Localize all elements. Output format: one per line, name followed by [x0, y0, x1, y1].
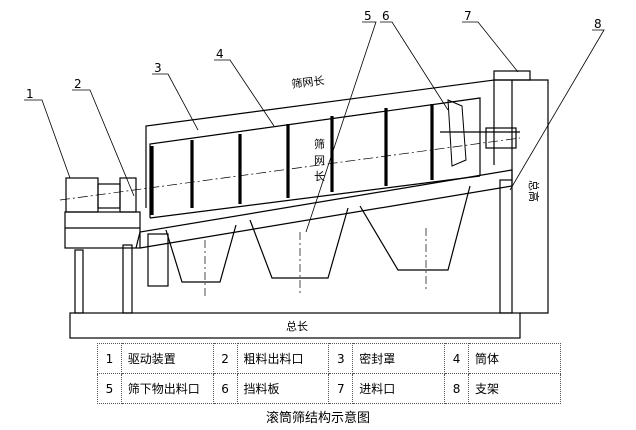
hopper-1 [165, 224, 237, 283]
base-plate [69, 312, 521, 339]
callout-8: 8 [594, 17, 602, 31]
total-length-label: 总长 [286, 319, 308, 333]
screen-length-label: 筛网长 [291, 73, 325, 91]
shaft-right [485, 127, 517, 149]
inner-text-2: 网 [314, 154, 325, 167]
figure-caption: 滚筒筛结构示意图 [265, 411, 370, 426]
seal-cover [145, 79, 495, 208]
legend-num: 3 [328, 343, 354, 374]
support-leg-3 [499, 179, 513, 314]
hopper-2 [249, 207, 349, 279]
legend-num: 4 [444, 343, 469, 374]
support-leg-1 [74, 249, 84, 314]
legend-label: 筒体 [467, 343, 562, 374]
legend-num: 8 [444, 373, 469, 404]
legend-num: 5 [97, 373, 122, 404]
lower-frame [135, 169, 513, 249]
support-leg-2 [122, 244, 133, 314]
callout-5: 5 [364, 9, 372, 23]
callout-3: 3 [154, 61, 162, 75]
callout-2: 2 [74, 77, 82, 91]
coarse-outlet [147, 233, 169, 287]
drive-platform [64, 211, 141, 249]
hopper-3 [359, 185, 471, 271]
center-axis [59, 137, 521, 201]
legend-num: 7 [328, 373, 354, 404]
callout-4: 4 [216, 47, 224, 61]
height-label: 总高 [527, 180, 541, 202]
drive-reducer [97, 183, 121, 209]
drive-motor [65, 177, 99, 213]
legend-label: 密封罩 [352, 343, 446, 374]
baffle-plate [447, 99, 467, 167]
legend-row: 5 筛下物出料口 6 挡料板 7 进料口 8 支架 [97, 373, 562, 404]
legend-label: 挡料板 [236, 373, 330, 404]
legend-row: 1 驱动装置 2 粗料出料口 3 密封罩 4 筒体 [97, 343, 562, 374]
inner-text-1: 筛 [314, 137, 325, 151]
parts-legend-table: 1 驱动装置 2 粗料出料口 3 密封罩 4 筒体 5 筛下物出料口 6 挡料板… [97, 343, 562, 404]
callout-7: 7 [464, 9, 472, 23]
legend-num: 2 [212, 343, 238, 374]
callout-1: 1 [26, 87, 34, 101]
trommel-screen-drawing: 1 2 3 4 5 6 7 8 筛网长 总长 总高 筛 网 长 [24, 9, 605, 339]
drive-coupling [119, 177, 137, 213]
legend-label: 筛下物出料口 [120, 373, 214, 404]
legend-label: 进料口 [352, 373, 446, 404]
inner-text-3: 长 [314, 170, 325, 183]
legend-label: 支架 [467, 373, 562, 404]
feed-inlet [493, 70, 531, 81]
callout-6: 6 [382, 9, 390, 23]
legend-label: 驱动装置 [120, 343, 214, 374]
legend-label: 粗料出料口 [236, 343, 330, 374]
legend-num: 1 [97, 343, 122, 374]
legend-num: 6 [212, 373, 238, 404]
